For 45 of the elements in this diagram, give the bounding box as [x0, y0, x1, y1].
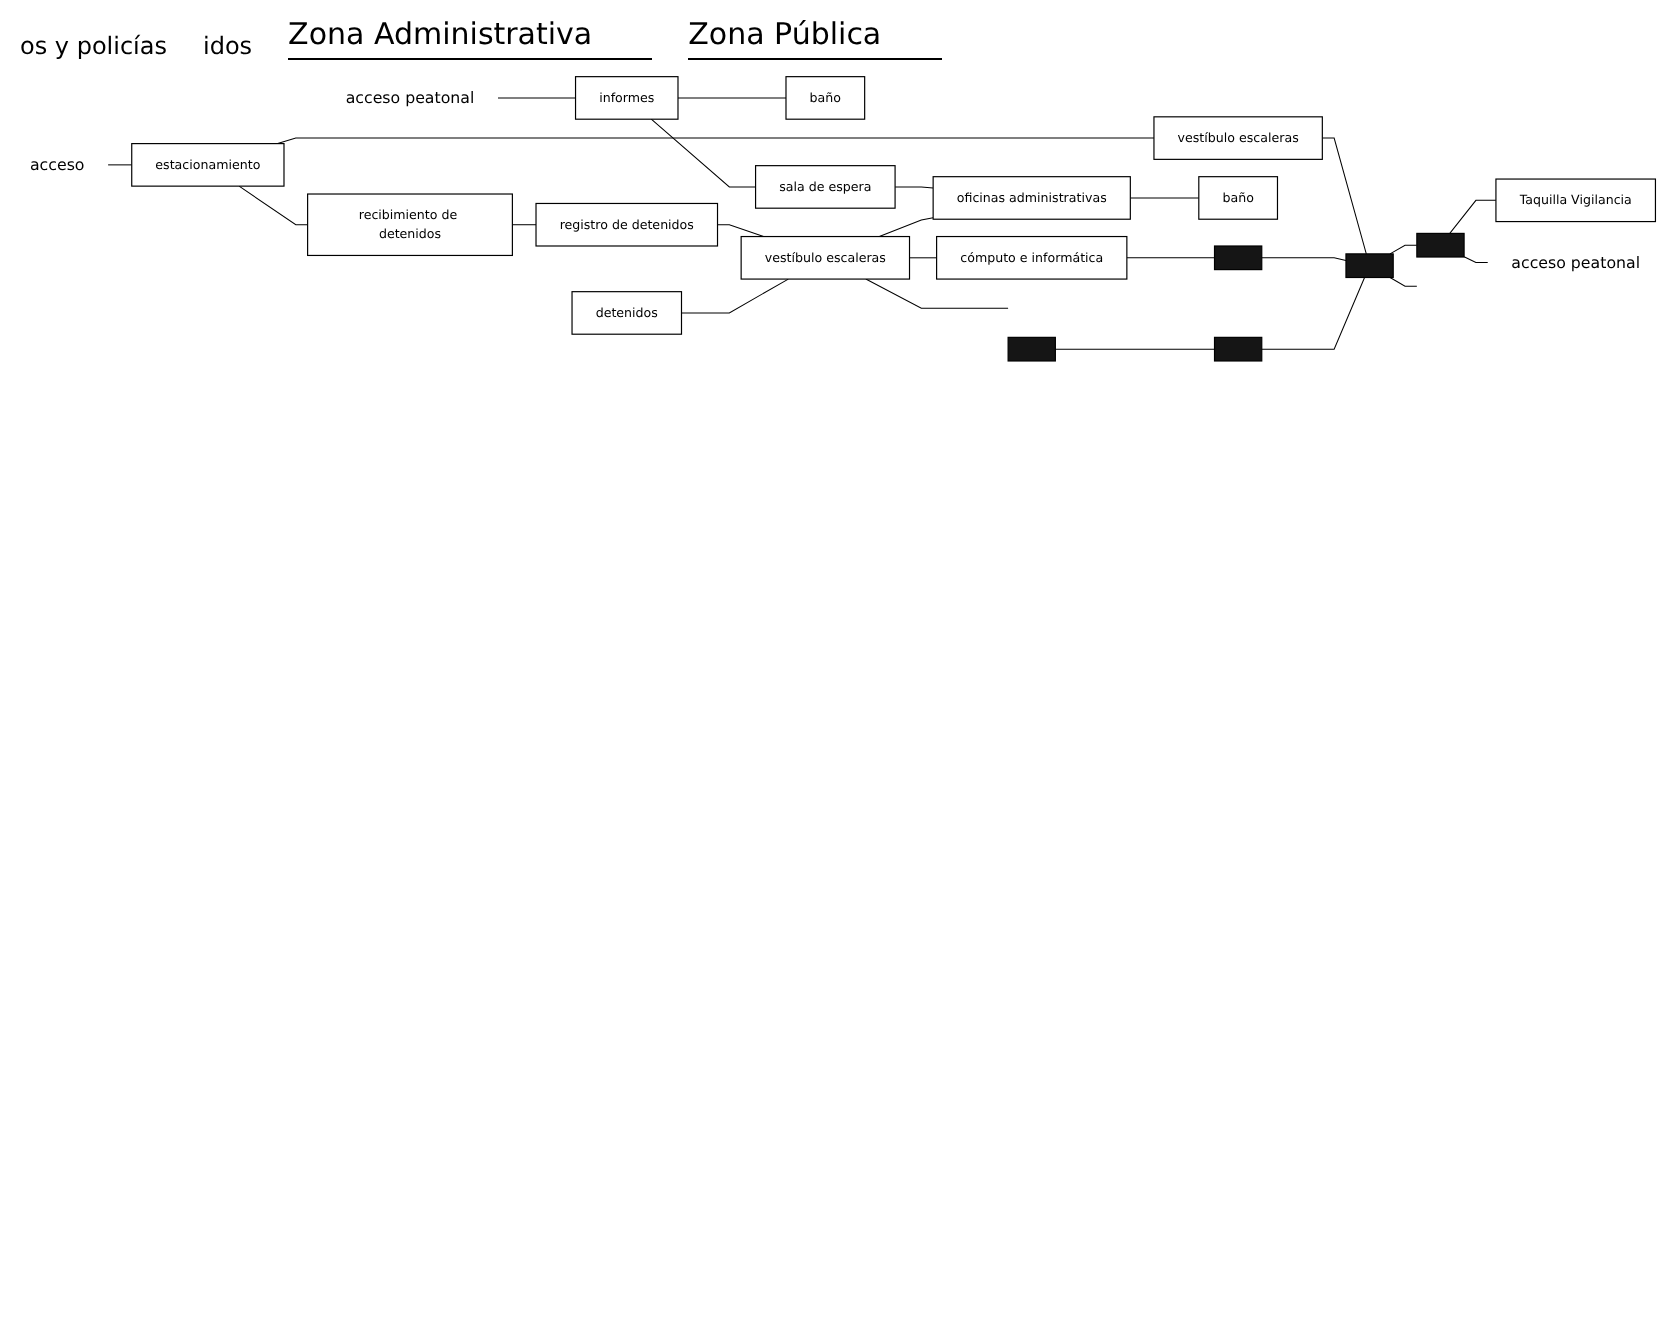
connector — [878, 217, 934, 238]
node-box — [1416, 232, 1465, 258]
node-box — [1007, 336, 1056, 362]
node-box — [131, 143, 285, 187]
connector — [511, 224, 537, 226]
partial-note: idos — [203, 32, 253, 60]
connector — [1261, 257, 1347, 261]
node-box — [535, 202, 719, 247]
node-box — [1213, 245, 1263, 271]
connector — [1129, 197, 1200, 199]
connector — [107, 164, 133, 166]
node-box — [1345, 253, 1394, 279]
connector — [497, 97, 577, 99]
connector — [865, 278, 1009, 309]
connector — [717, 224, 765, 238]
connector — [681, 278, 789, 314]
node-box — [1198, 176, 1279, 220]
connector — [909, 257, 938, 259]
node-box — [740, 235, 911, 280]
node-box — [574, 76, 679, 120]
connector — [1389, 244, 1418, 255]
zone-heading: Zona Pública — [688, 16, 942, 60]
node-box — [936, 235, 1128, 280]
node-box — [571, 291, 683, 335]
node-box — [932, 176, 1131, 220]
connector — [1389, 277, 1418, 287]
connector — [1126, 257, 1216, 259]
zone-heading: Zona Administrativa — [288, 16, 653, 60]
partial-note: os y policías — [20, 32, 167, 60]
node-box — [1495, 178, 1657, 223]
connector — [1321, 137, 1367, 255]
connector — [1261, 277, 1366, 350]
connector — [1449, 199, 1497, 234]
connector — [650, 118, 757, 188]
connector — [677, 97, 787, 99]
connector — [1463, 256, 1489, 264]
connector — [277, 137, 1155, 145]
node-box — [1213, 336, 1263, 362]
node-box — [307, 193, 513, 257]
node-box — [785, 76, 866, 120]
connector — [894, 186, 934, 189]
connector — [1054, 348, 1216, 350]
node-box — [755, 165, 896, 209]
connector — [238, 185, 309, 226]
node-box — [1153, 116, 1323, 160]
